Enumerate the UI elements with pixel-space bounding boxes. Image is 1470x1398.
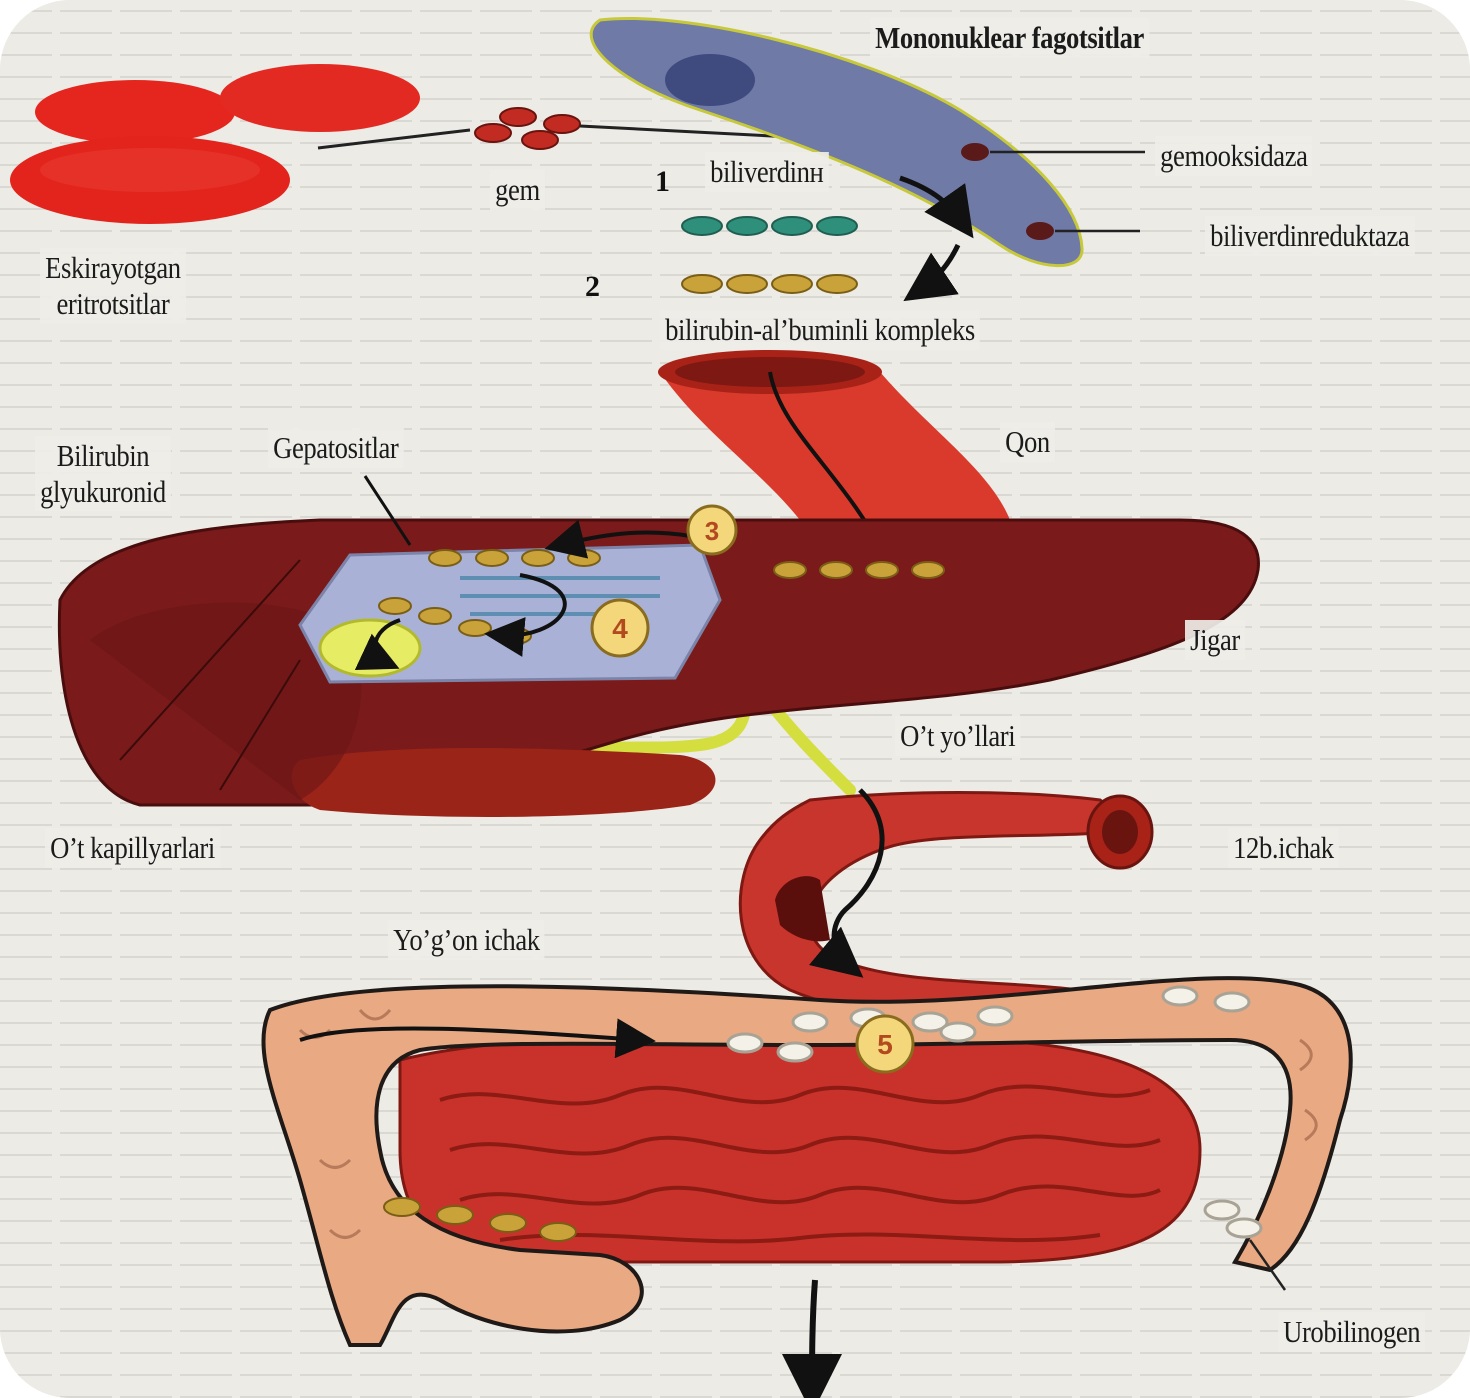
- step-4-number: 4: [612, 613, 628, 644]
- label-duodenum: 12b.ichak: [1228, 828, 1339, 868]
- label-old-erythrocytes-line1: Eskirayotgan: [45, 250, 181, 286]
- label-old-erythrocytes: Eskirayotgan eritrotsitlar: [40, 248, 186, 323]
- label-biliverdin: biliverdinн: [705, 152, 829, 192]
- step-1-number: 1: [655, 165, 670, 199]
- step-5-number: 5: [877, 1029, 893, 1060]
- label-bilirubin-glucuronide-line1: Bilirubin: [40, 438, 166, 474]
- step-4-circle: 4: [592, 600, 648, 656]
- label-biliverdinreduktaza: biliverdinreduktaza: [1205, 216, 1414, 256]
- label-bilirubin-glucuronide: Bilirubin glyukuronid: [35, 436, 171, 511]
- label-hepatocytes: Gepatositlar: [268, 428, 403, 468]
- label-bile-capillaries: O’t kapillyarlari: [45, 828, 220, 868]
- label-blood: Qon: [1000, 422, 1055, 462]
- step-2-number: 2: [585, 270, 600, 304]
- label-liver: Jigar: [1185, 620, 1245, 660]
- label-gemooksidaza: gemooksidaza: [1155, 136, 1313, 176]
- label-urobilinogen: Urobilinogen: [1278, 1312, 1425, 1352]
- label-bilirubin-albumin-complex: bilirubin-al’buminli kompleks: [660, 310, 980, 350]
- label-gem: gem: [490, 170, 545, 210]
- step-5-circle: 5: [857, 1016, 913, 1072]
- step-3-number: 3: [705, 516, 719, 546]
- label-mononuclear-phagocytes: Mononuklear fagotsitlar: [870, 18, 1149, 58]
- label-bilirubin-glucuronide-line2: glyukuronid: [40, 474, 166, 510]
- step-3-circle: 3: [688, 506, 736, 554]
- hepatocyte: [300, 533, 720, 682]
- label-old-erythrocytes-line2: eritrotsitlar: [45, 286, 181, 322]
- label-large-intestine: Yo’g’on ichak: [388, 920, 545, 960]
- label-bile-ducts: O’t yo’llari: [895, 716, 1020, 756]
